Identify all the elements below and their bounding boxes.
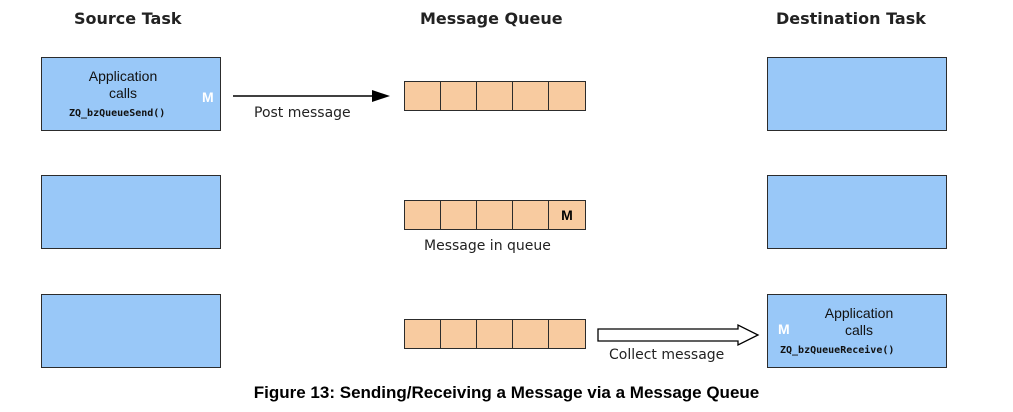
dest-app-line1: Application <box>824 305 894 321</box>
queue-slot <box>477 201 513 229</box>
queue-slot <box>513 201 549 229</box>
send-function-name: ZQ_bzQueueSend() <box>69 108 166 119</box>
queue-slot <box>477 320 513 348</box>
collect-message-label: Collect message <box>609 347 725 363</box>
queue-slot <box>477 82 513 110</box>
dest-app-line2: calls <box>844 322 873 338</box>
source-task-box-2 <box>41 175 221 249</box>
queue-slot <box>405 201 441 229</box>
source-message-marker: M <box>202 89 214 105</box>
queue-row-1 <box>404 81 586 111</box>
queue-slot <box>513 82 549 110</box>
figure-caption: Figure 13: Sending/Receiving a Message v… <box>253 383 760 402</box>
post-message-arrow <box>233 90 390 102</box>
post-message-label: Post message <box>254 105 351 121</box>
receive-function-name: ZQ_bzQueueReceive() <box>780 345 895 356</box>
source-task-box-3 <box>41 294 221 368</box>
destination-task-box-3: Application calls M ZQ_bzQueueReceive() <box>767 294 947 368</box>
message-queue-heading: Message Queue <box>420 9 563 28</box>
destination-task-box-2 <box>767 175 947 249</box>
queued-message-slot: M <box>549 201 585 229</box>
source-task-box-1: Application calls M ZQ_bzQueueSend() <box>41 57 221 131</box>
source-app-line1: Application <box>88 68 158 84</box>
dest-message-marker: M <box>778 321 790 337</box>
queue-slot <box>405 320 441 348</box>
queue-slot <box>549 82 585 110</box>
destination-task-heading: Destination Task <box>776 9 926 28</box>
source-app-line2: calls <box>108 85 137 101</box>
queue-slot <box>441 201 477 229</box>
queue-slot <box>441 82 477 110</box>
collect-message-arrow <box>597 323 760 347</box>
queue-slot <box>513 320 549 348</box>
queue-slot <box>405 82 441 110</box>
source-task-heading: Source Task <box>74 9 182 28</box>
message-in-queue-label: Message in queue <box>424 238 551 254</box>
queue-slot <box>549 320 585 348</box>
queue-row-3 <box>404 319 586 349</box>
destination-task-box-1 <box>767 57 947 131</box>
queue-slot <box>441 320 477 348</box>
queue-row-2: M <box>404 200 586 230</box>
